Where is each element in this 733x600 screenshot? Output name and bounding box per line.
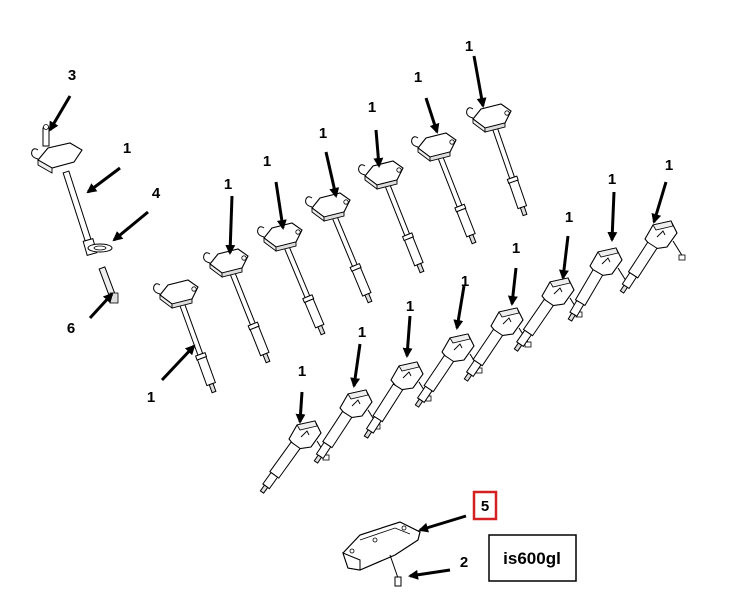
callout-arrow bbox=[88, 292, 114, 320]
callout-arrow bbox=[408, 568, 451, 580]
callout-label: 1 bbox=[414, 69, 422, 86]
callout-arrow bbox=[472, 55, 487, 108]
callout-label: 1 bbox=[565, 209, 573, 226]
callout-label: 1 bbox=[298, 363, 306, 380]
callout-arrow bbox=[418, 514, 467, 533]
ignition-coil bbox=[567, 247, 631, 322]
upper-coil-row bbox=[153, 103, 528, 394]
callout-5-highlight-box bbox=[472, 490, 498, 521]
ignition-coil bbox=[466, 103, 528, 217]
ignition-coil bbox=[257, 222, 326, 336]
callout-arrow bbox=[86, 166, 121, 194]
callout-label: 1 bbox=[319, 125, 327, 142]
ignition-coil bbox=[203, 248, 271, 364]
ignition-coil bbox=[363, 361, 432, 439]
callout-label: 1 bbox=[461, 273, 469, 290]
callout-arrow bbox=[373, 129, 384, 168]
callout-arrow bbox=[607, 191, 618, 242]
callout-label: 1 bbox=[368, 99, 376, 116]
ignition-coil bbox=[411, 132, 477, 245]
ignition-coil bbox=[153, 279, 217, 394]
callout-labels: 3 1 4 6 1 1 1 1 1 1 1 1 1 1 1 1 1 1 1 2 bbox=[67, 38, 673, 571]
callout-arrow bbox=[160, 344, 196, 382]
engine-cover-part bbox=[342, 521, 421, 587]
callout-arrow bbox=[324, 151, 340, 198]
lower-coil-row bbox=[259, 220, 686, 494]
callout-arrow bbox=[295, 391, 306, 424]
ignition-coil bbox=[305, 192, 373, 304]
callout-arrow bbox=[350, 343, 362, 388]
callout-label: 1 bbox=[358, 324, 366, 341]
callout-arrow bbox=[48, 95, 72, 132]
model-code-box bbox=[488, 534, 577, 582]
callout-arrows bbox=[48, 55, 668, 580]
model-code-text: is600gl bbox=[503, 549, 561, 568]
callout-arrow bbox=[274, 181, 287, 230]
ignition-coil bbox=[259, 420, 330, 494]
callout-arrow bbox=[112, 210, 149, 242]
ignition-coil bbox=[414, 333, 483, 408]
ignition-coil bbox=[463, 307, 532, 382]
callout-label: 1 bbox=[224, 176, 232, 193]
callout-label: 1 bbox=[665, 157, 673, 174]
callout-label: 1 bbox=[465, 38, 473, 55]
callout-arrow bbox=[424, 97, 440, 134]
callout-label: 1 bbox=[123, 140, 131, 157]
callout-label: 4 bbox=[152, 185, 161, 202]
callout-arrow bbox=[402, 315, 413, 358]
callout-arrow bbox=[453, 285, 466, 330]
ignition-coil bbox=[313, 389, 381, 464]
callout-arrow bbox=[558, 235, 570, 280]
callout-arrow bbox=[507, 267, 518, 306]
callout-label: 1 bbox=[147, 389, 155, 406]
ignition-coil bbox=[358, 160, 425, 274]
exploded-ignition-coil bbox=[31, 124, 119, 304]
ignition-coil bbox=[619, 220, 686, 294]
callout-label: 3 bbox=[68, 67, 76, 84]
callout-label: 1 bbox=[512, 240, 520, 257]
callout-label: 1 bbox=[406, 298, 414, 315]
callout-arrow bbox=[225, 195, 236, 255]
callout-arrow bbox=[651, 181, 668, 224]
callout-label: 2 bbox=[460, 554, 468, 571]
callout-label: 1 bbox=[263, 153, 271, 170]
callout-label: 1 bbox=[608, 171, 616, 188]
callout-5-label: 5 bbox=[481, 498, 489, 515]
callout-label: 6 bbox=[67, 320, 75, 337]
